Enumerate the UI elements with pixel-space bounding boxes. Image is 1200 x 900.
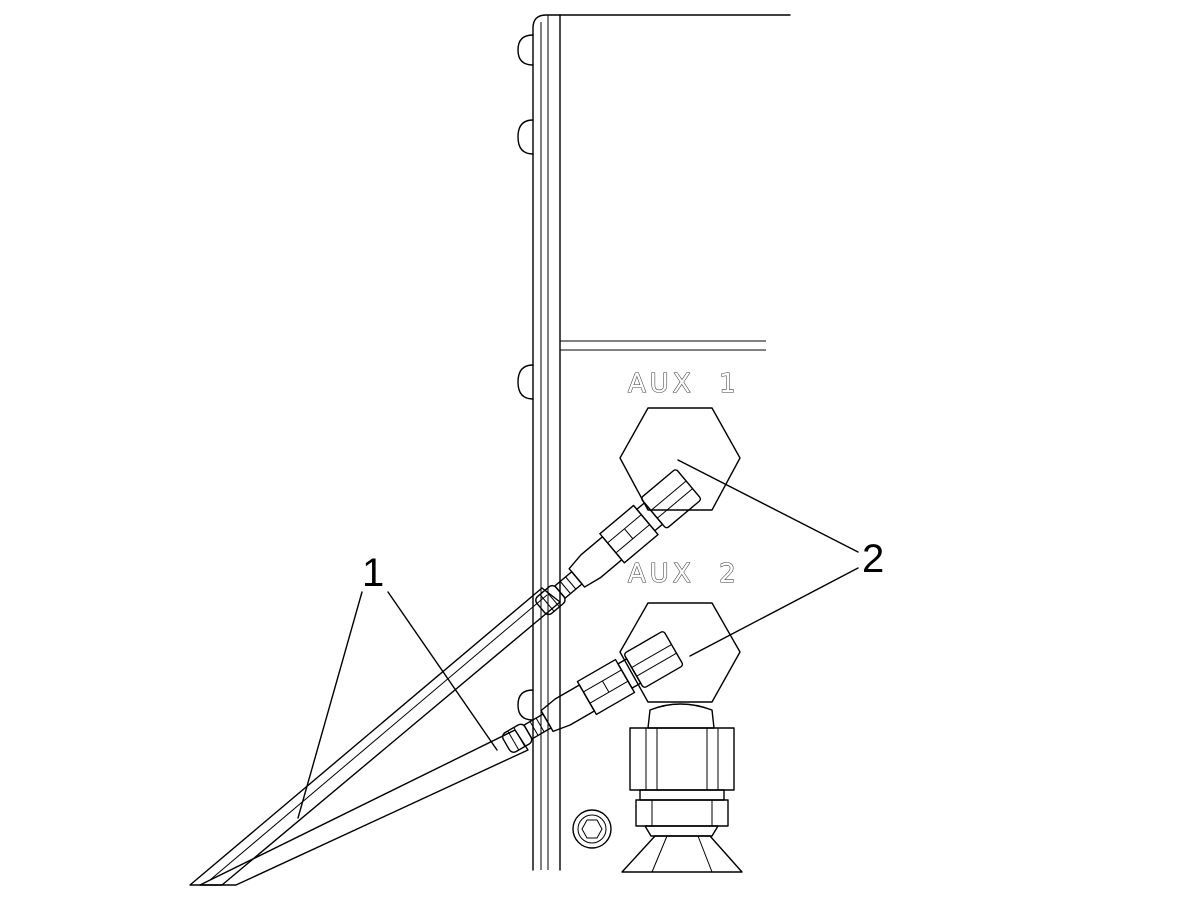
aux2-port-label: AUX 2 <box>628 559 740 589</box>
aux2-port <box>619 602 743 873</box>
aux1-port-label: AUX 1 <box>628 369 740 399</box>
aux1-port <box>619 407 741 511</box>
aux1-hose <box>189 587 561 886</box>
aux2-coupler <box>501 631 684 753</box>
aux1-color-ring <box>554 571 583 599</box>
aux2-fitting <box>621 703 743 873</box>
callout-2-connectors: 2 <box>862 537 884 581</box>
callout-1-hoses: 1 <box>362 551 384 595</box>
hex-socket-screw-icon <box>572 809 612 849</box>
leader-lines <box>297 459 859 819</box>
aux1-coupler <box>535 469 702 616</box>
hex-port-nut-icon <box>619 602 741 703</box>
hex-port-nut-icon <box>619 407 741 511</box>
aux2-hose <box>199 729 529 886</box>
machine-panel <box>517 14 791 871</box>
